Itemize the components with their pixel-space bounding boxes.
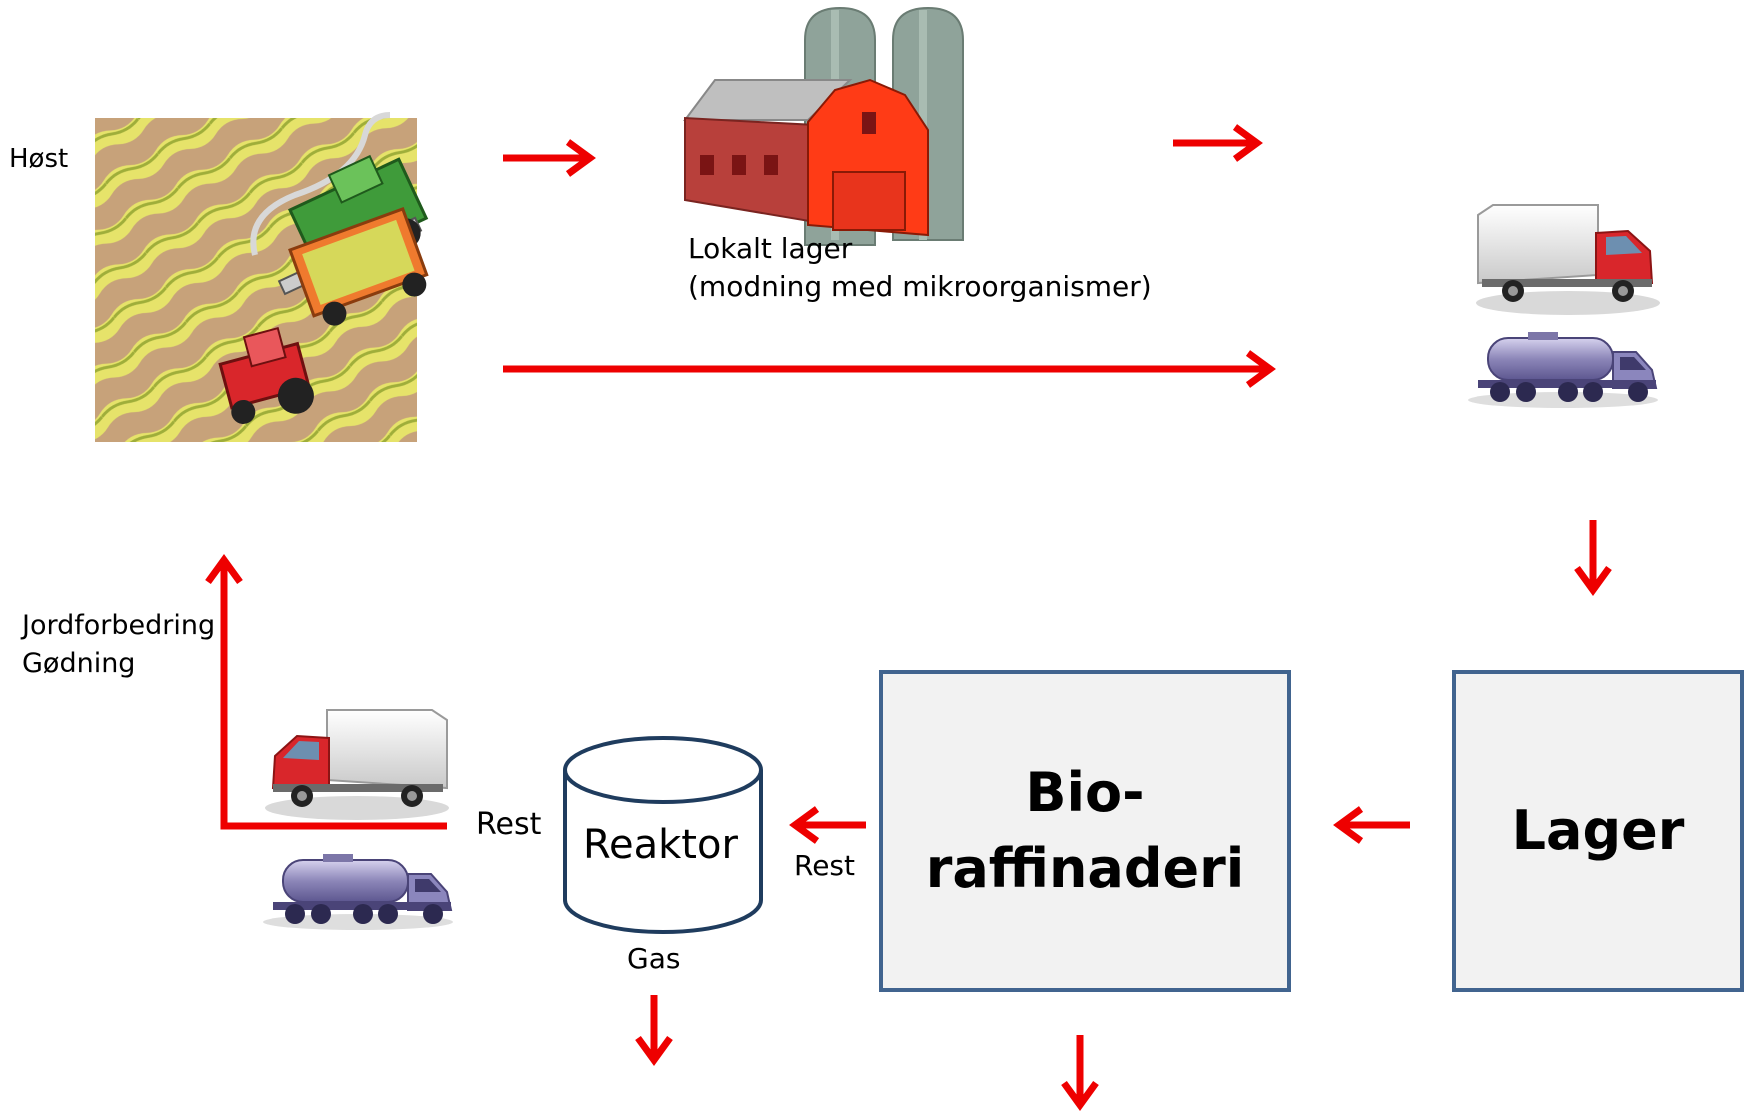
fertilizer-label: Gødning	[22, 648, 136, 679]
arrow-biorefinery-to-reactor	[789, 806, 866, 844]
harvest-label: Høst	[9, 144, 69, 174]
reactor-cylinder-icon	[563, 736, 763, 934]
box-truck-icon	[1475, 204, 1661, 316]
biorefinery-label-line2: raffinaderi	[925, 837, 1245, 900]
flow-arrows	[205, 124, 1612, 1111]
arrow-biorefinery-out	[1061, 1035, 1099, 1111]
arrow-rest-return-to-field	[205, 554, 447, 830]
arrow-storage-to-biorefinery	[1333, 806, 1410, 844]
barn-silo-icon	[683, 6, 964, 246]
reactor-label: Reaktor	[583, 822, 738, 868]
gas-label: Gas	[627, 942, 681, 975]
storage-label: Lager	[1511, 799, 1685, 862]
soil-improvement-label: Jordforbedring	[22, 610, 216, 641]
arrow-harvest-to-local-storage	[503, 139, 596, 177]
biorefinery-box: Bio- raffinaderi	[879, 670, 1291, 992]
tanker-truck-icon	[262, 853, 454, 931]
arrow-gas-out	[635, 995, 673, 1066]
local-storage-label-line2: (modning med mikroorganismer)	[688, 270, 1152, 303]
rest-label-right: Rest	[794, 849, 855, 882]
tanker-truck-icon	[1467, 331, 1659, 409]
local-storage-label-line1: Lokalt lager	[688, 232, 853, 265]
arrow-harvest-to-transport	[503, 350, 1276, 388]
storage-box: Lager	[1452, 670, 1744, 992]
biorefinery-label: Bio- raffinaderi	[926, 755, 1245, 907]
rest-label-left: Rest	[476, 807, 542, 842]
biorefinery-label-line1: Bio-	[1025, 761, 1145, 824]
box-truck-icon	[264, 709, 450, 821]
arrow-transport-to-storage	[1574, 520, 1612, 596]
harvest-field-icon	[95, 112, 429, 442]
arrow-local-storage-to-transport	[1173, 124, 1263, 162]
